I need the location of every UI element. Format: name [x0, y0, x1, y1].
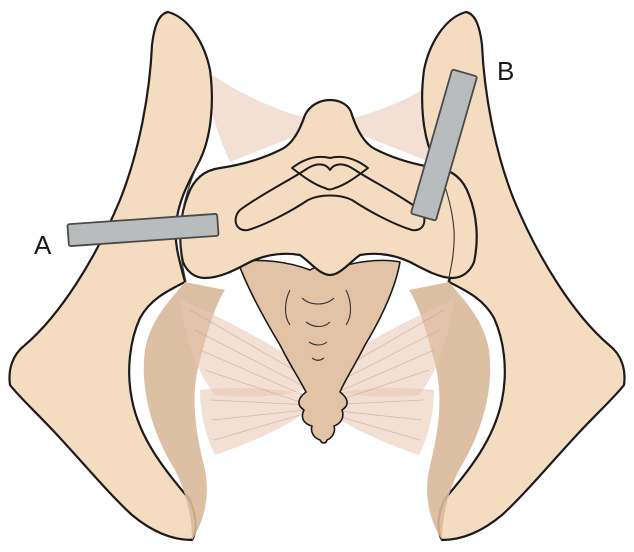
- label-b: B: [497, 56, 514, 86]
- label-a: A: [34, 230, 52, 260]
